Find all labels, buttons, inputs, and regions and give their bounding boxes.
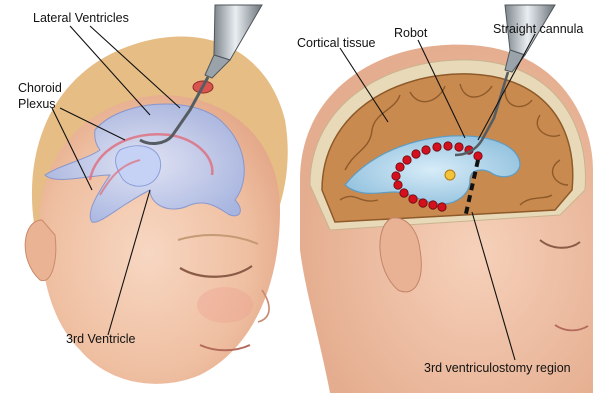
label-choroid: Choroid: [18, 81, 62, 95]
robot-tip: [445, 170, 455, 180]
label-lateral-ventricles: Lateral Ventricles: [33, 11, 129, 25]
label-ventriculostomy-region: 3rd ventriculostomy region: [424, 361, 571, 375]
label-third-ventricle: 3rd Ventricle: [66, 332, 136, 346]
label-plexus: Plexus: [18, 97, 56, 111]
left-head-illustration: [25, 5, 288, 384]
label-straight-cannula: Straight cannula: [493, 22, 583, 36]
label-robot: Robot: [394, 26, 428, 40]
label-cortical-tissue: Cortical tissue: [297, 36, 376, 50]
left-cheek: [197, 287, 253, 323]
right-head-illustration: [300, 5, 593, 393]
